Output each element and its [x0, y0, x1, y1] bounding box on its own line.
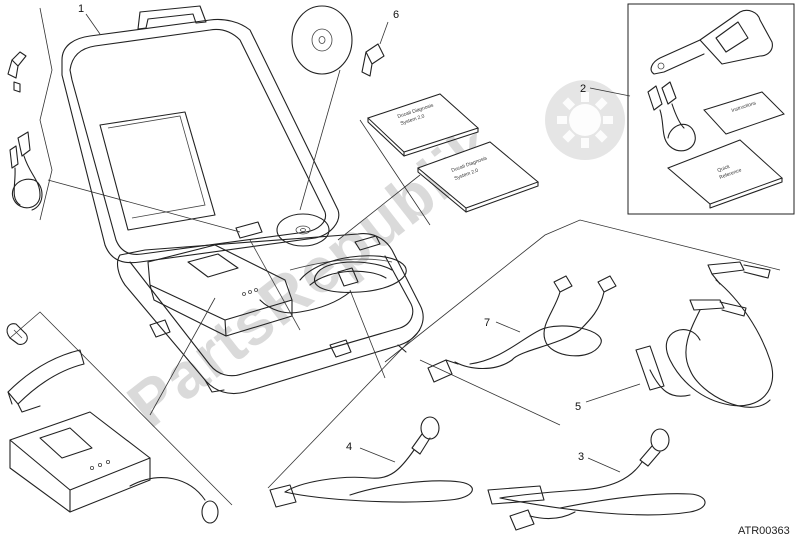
separator-lines	[9, 7, 781, 506]
cable-item-3	[487, 428, 706, 531]
tester-unit-in-case	[147, 244, 351, 337]
callout-6: 6	[393, 9, 399, 21]
neck-strap	[7, 349, 85, 413]
svg-text:Quick: Quick	[717, 164, 732, 174]
reference-code: ATR00363	[738, 525, 790, 537]
callout-1: 1	[78, 3, 84, 15]
tester-unit	[9, 411, 219, 524]
usb-cable-left	[9, 131, 43, 211]
usb-stick-left	[7, 51, 27, 93]
kit-frame	[627, 3, 795, 215]
callout-2: 2	[580, 83, 586, 95]
key-fob	[650, 9, 773, 75]
callout-4: 4	[346, 441, 352, 453]
cable-bundle-in-case	[299, 235, 407, 293]
carabiner	[6, 323, 28, 345]
kit-leaflet: Instructions	[703, 91, 785, 135]
cd-disc	[291, 5, 353, 75]
callout-7: 7	[484, 317, 490, 329]
kit-usb-cable	[647, 81, 696, 152]
manual-booklet-2: Ducati Diagnosis System 2.0	[417, 141, 539, 213]
callout-3: 3	[578, 451, 584, 463]
manual-booklet-1: Ducati Diagnosis System 2.0	[367, 93, 479, 157]
cable-item-7	[427, 275, 617, 383]
cd-in-case	[276, 213, 330, 247]
kit-booklet: Quick Reference	[667, 139, 783, 209]
leader-lines	[47, 13, 641, 473]
battery-clamp-cable	[635, 261, 774, 408]
usb-stick-item-6	[361, 43, 385, 77]
watermark-gear-icon	[545, 80, 625, 160]
callout-5: 5	[575, 401, 581, 413]
cable-item-4	[269, 416, 473, 508]
usb-in-case	[235, 221, 263, 239]
